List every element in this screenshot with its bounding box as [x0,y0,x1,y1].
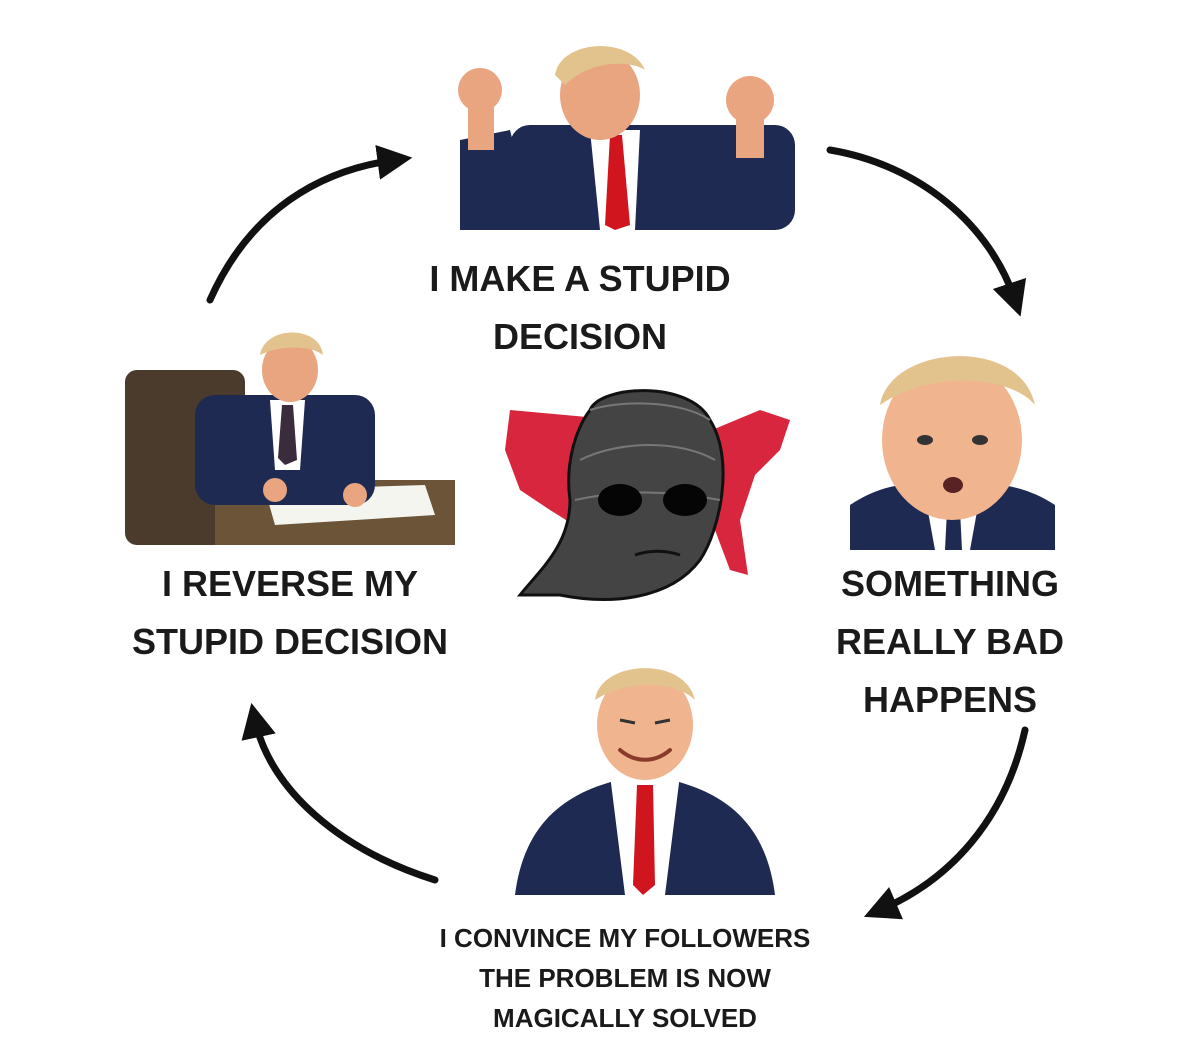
arrow-top-to-right [826,146,1027,317]
surprised-man-photo [850,356,1055,550]
arrow-bottom-to-left [241,702,439,884]
signing-man-photo [125,332,455,545]
arrow-left-to-top [206,144,413,304]
smug-man-photo [515,668,775,895]
step-top-caption: I MAKE A STUPID DECISION [429,258,731,357]
step-right-caption: SOMETHING REALLY BAD HAPPENS [835,563,1065,720]
center-map-head [505,389,790,601]
dancing-man-photo [458,46,795,230]
step-bottom-caption: I CONVINCE MY FOLLOWERS THE PROBLEM IS N… [439,923,811,1033]
step-left-caption: I REVERSE MY STUPID DECISION [131,563,449,662]
arrow-right-to-bottom [863,726,1029,920]
